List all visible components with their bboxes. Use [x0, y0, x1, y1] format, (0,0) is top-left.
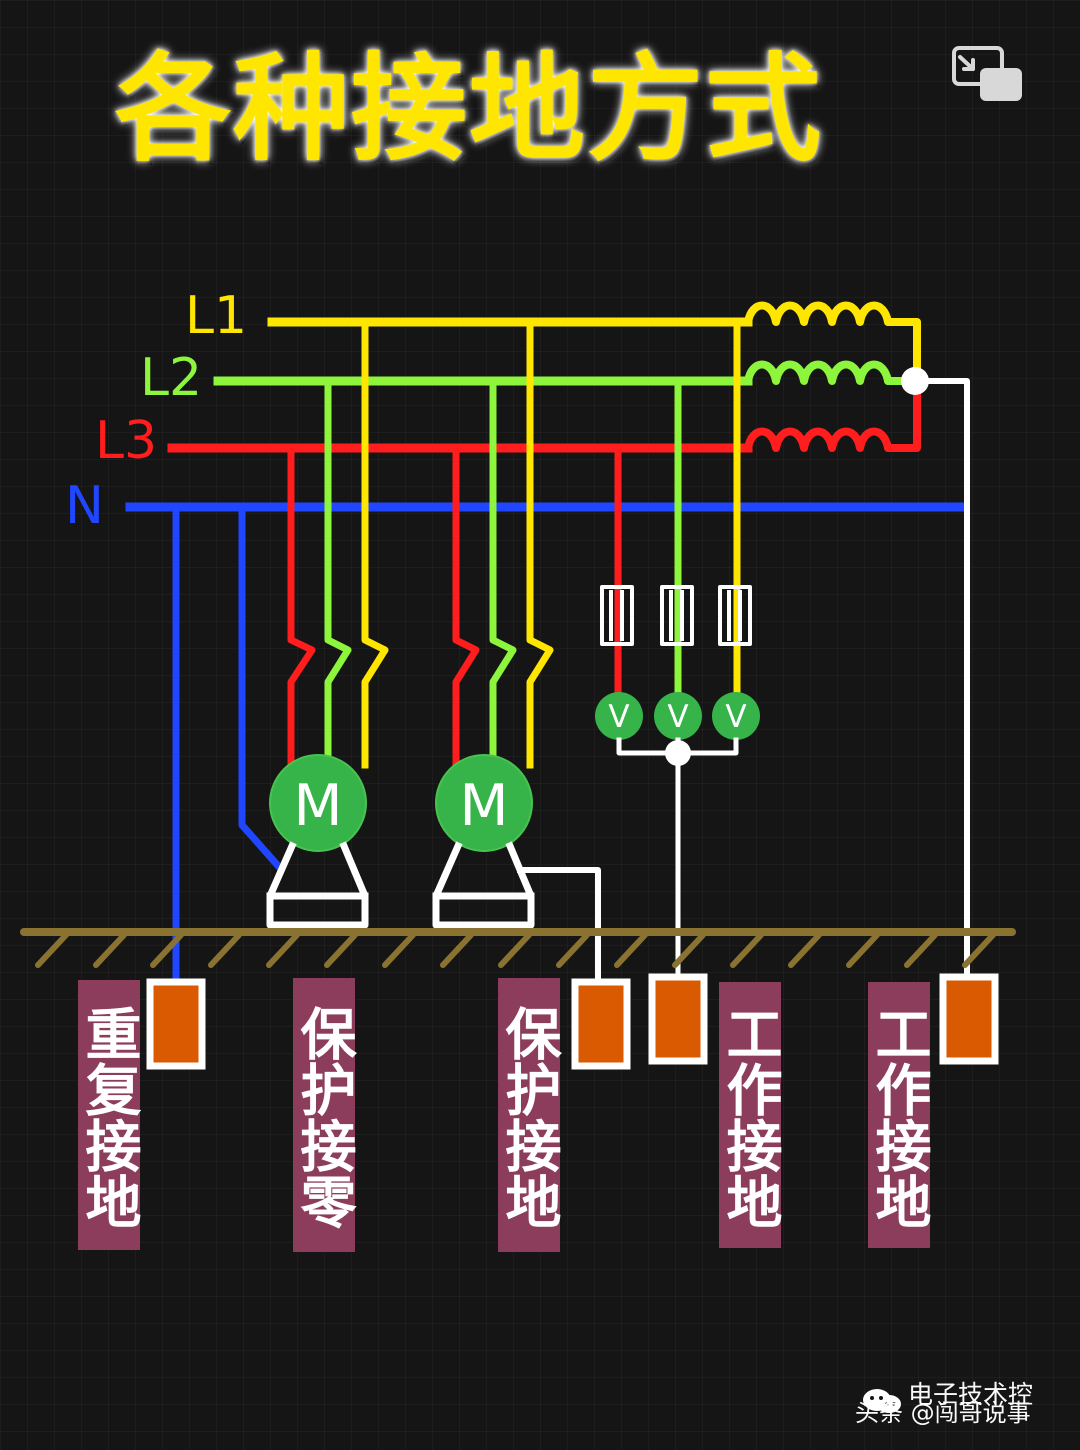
motor1-label: M [293, 773, 342, 839]
fuse-1 [600, 585, 634, 646]
watermark-account: 电子技术控 [908, 1380, 1034, 1409]
label-repeated-ground: 重复接地 [76, 980, 142, 1250]
main-bus-lines [125, 317, 967, 512]
motor2-ground-wire [517, 867, 601, 983]
protective-neutral-motor-branch: M [238, 318, 389, 929]
motor2-circle [435, 754, 533, 852]
motor2-label: M [459, 773, 508, 839]
label-work-ground-meter: 工作接地 [717, 982, 783, 1248]
l2-label: L2 [140, 348, 203, 408]
motor2-l2-drop [489, 377, 517, 769]
motor2-l3-drop [452, 444, 480, 769]
motor1-circle [269, 754, 367, 852]
label-work-ground-transformer: 工作接地 [866, 982, 932, 1248]
green-coil-icon [744, 360, 892, 385]
neutral-label: N [65, 476, 104, 536]
electrode-work-ground-transformer [939, 973, 999, 1065]
motor1-neutral-link [238, 503, 285, 873]
fuse-blocks [600, 585, 752, 646]
page-title: 各种接地方式 [115, 42, 823, 177]
electrode-protective-ground [571, 978, 631, 1070]
motor1-l3-drop [287, 444, 316, 769]
motor1-l1-drop [361, 318, 389, 769]
yellow-coil-icon [744, 301, 892, 326]
motor1-frame [266, 841, 369, 929]
l3-label: L3 [95, 411, 158, 471]
ground-electrodes [146, 973, 999, 1070]
label-protective-ground: 保护接地 [496, 978, 562, 1252]
meter-star-node [665, 740, 691, 766]
transformer-yellow-return [884, 318, 921, 385]
meter-2-label: V [667, 699, 688, 735]
electrode-work-ground-meter [648, 973, 708, 1065]
meter-1-circle [595, 692, 643, 740]
protective-ground-motor-branch: M [432, 318, 601, 983]
transformer-coils [744, 301, 970, 976]
meter-3-label: V [725, 699, 746, 735]
red-coil-icon [744, 427, 892, 452]
l1-label: L1 [185, 286, 248, 346]
motor1-l2-drop [324, 377, 352, 769]
transformer-work-ground-wire [912, 378, 970, 976]
motor2-frame [432, 841, 535, 929]
picture-in-picture-icon[interactable] [948, 44, 1026, 106]
watermark-author: 头条 @闯哥说事 [855, 1399, 1031, 1427]
motor2-l1-drop [526, 318, 554, 769]
watermark: 电子技术控 头条 @闯哥说事 [855, 1378, 1070, 1438]
toutiao-icon [863, 1389, 901, 1413]
fuse-3 [718, 585, 752, 646]
ground-hatching [35, 932, 996, 968]
ground-surface [20, 928, 1016, 968]
label-protective-neutral: 保护接零 [291, 978, 357, 1252]
transformer-red-return [884, 377, 921, 452]
meter-1-label: V [608, 699, 629, 735]
work-ground-meter-branch: V V V [595, 318, 760, 979]
fuse-2 [660, 585, 694, 646]
meter-3-circle [712, 692, 760, 740]
electrode-repeated-ground [146, 978, 206, 1070]
meter-2-circle [654, 692, 702, 740]
